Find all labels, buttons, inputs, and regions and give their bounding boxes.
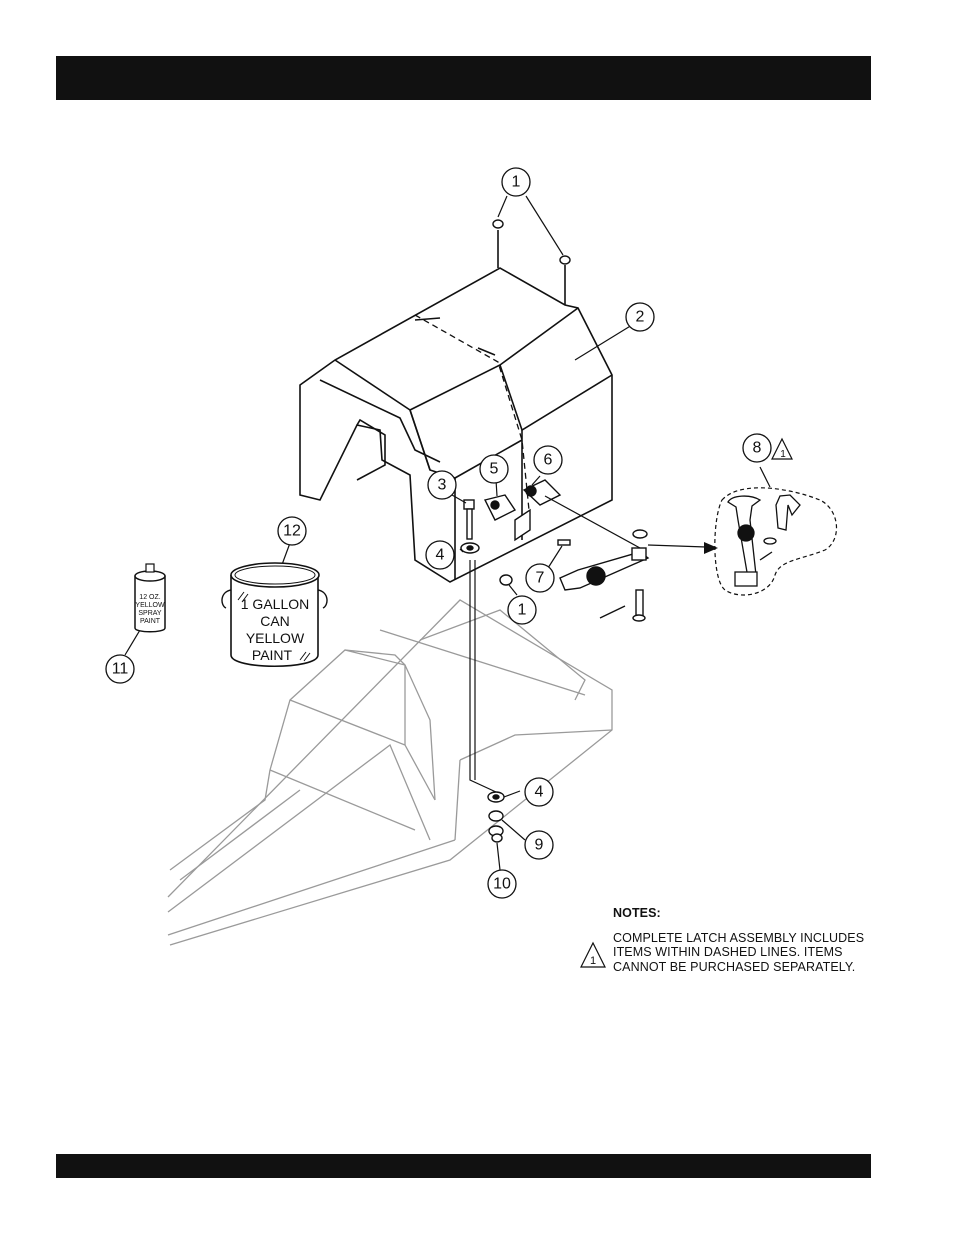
hardware-parts	[461, 220, 648, 842]
paint-can: 1 GALLON CAN YELLOW PAINT	[222, 563, 327, 666]
paint-can-label-line3: YELLOW	[246, 630, 305, 646]
callout-11: 11	[106, 655, 134, 683]
callout-6-number: 6	[544, 452, 553, 469]
spray-can-label-line2: YELLOW	[135, 602, 165, 609]
detail-arrow	[648, 542, 718, 554]
callout-9: 9	[525, 831, 553, 859]
notes-block: NOTES: COMPLETE LATCH ASSEMBLY INCLUDES …	[613, 906, 883, 974]
notes-warning-triangle-icon: 1	[581, 943, 605, 967]
callout-10-number: 10	[493, 876, 511, 893]
warning-triangle-icon: 1	[772, 439, 792, 460]
callout-11-number: 11	[112, 661, 129, 678]
spray-can-label-line1: 12 OZ.	[139, 594, 160, 601]
paint-can-label-line4: PAINT	[252, 647, 293, 663]
spray-can-label-line4: PAINT	[140, 618, 161, 625]
callout-1-lower: 1	[508, 596, 536, 624]
footer-bar	[56, 1154, 871, 1178]
notes-title: NOTES:	[613, 906, 883, 921]
callout-8: 8	[743, 434, 771, 462]
callout-2-number: 2	[636, 309, 645, 326]
callout-bubbles: 1 2 3 4 5 6 7 1 8 12 11 4 9 10	[106, 168, 771, 898]
callout-1-top: 1	[502, 168, 530, 196]
cover-assembly	[300, 230, 612, 582]
callout-4-lower-number: 4	[535, 784, 544, 801]
callout-5: 5	[480, 455, 508, 483]
notes-text: COMPLETE LATCH ASSEMBLY INCLUDES ITEMS W…	[613, 931, 883, 975]
latch-assembly-detail	[715, 488, 837, 595]
callout-4-upper: 4	[426, 541, 454, 569]
callout-4-upper-number: 4	[436, 547, 445, 564]
callout-12-number: 12	[283, 523, 301, 540]
callout-3-number: 3	[438, 477, 447, 494]
warning-triangle-label: 1	[780, 449, 786, 460]
callout-4-lower: 4	[525, 778, 553, 806]
callout-3: 3	[428, 471, 456, 499]
callout-5-number: 5	[490, 461, 499, 478]
callout-9-number: 9	[535, 837, 544, 854]
callout-2: 2	[626, 303, 654, 331]
spray-can: 12 OZ. YELLOW SPRAY PAINT	[135, 564, 165, 632]
callout-7-number: 7	[536, 570, 545, 587]
callout-12: 12	[278, 517, 306, 545]
callout-7: 7	[526, 564, 554, 592]
callout-6: 6	[534, 446, 562, 474]
callout-10: 10	[488, 870, 516, 898]
callout-8-number: 8	[753, 440, 762, 457]
paint-can-label-line2: CAN	[260, 613, 290, 629]
callout-1-top-number: 1	[512, 174, 521, 191]
spray-can-label-line3: SPRAY	[138, 610, 162, 617]
paint-can-label-line1: 1 GALLON	[241, 596, 309, 612]
notes-warning-triangle-label: 1	[590, 955, 596, 967]
callout-1-lower-number: 1	[518, 602, 527, 619]
